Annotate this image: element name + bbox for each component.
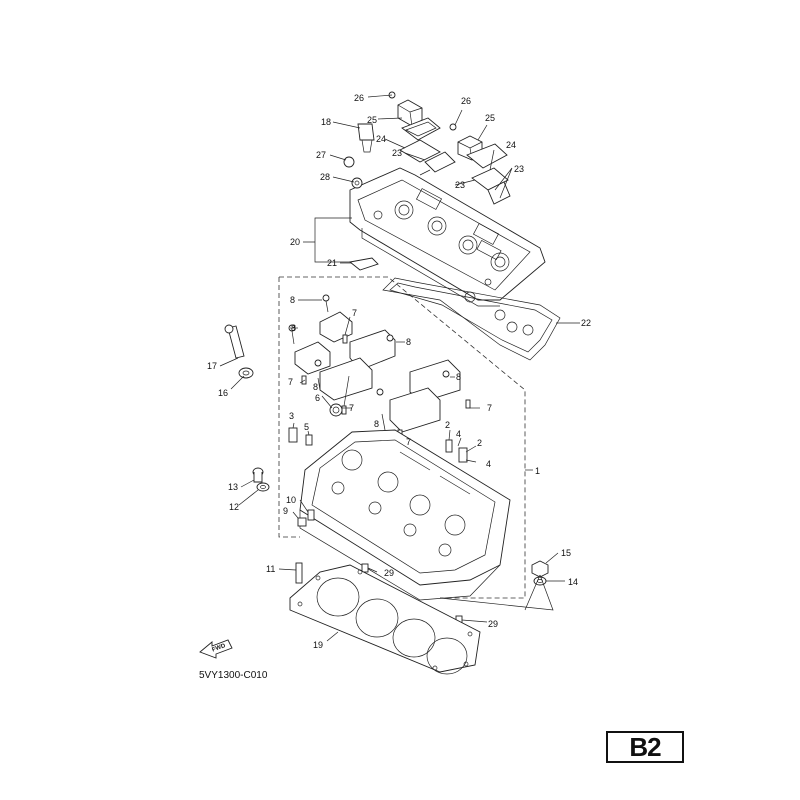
fwd-arrow-icon: FWD: [199, 639, 233, 659]
breather-plate: [348, 257, 379, 271]
callout-23: 23: [455, 180, 465, 190]
callout-25: 25: [367, 115, 377, 125]
leader-lines: [219, 94, 580, 642]
callout-11: 11: [266, 564, 275, 574]
page-badge: B2: [606, 731, 684, 763]
callout-3: 3: [289, 411, 294, 421]
callout-6: 6: [315, 393, 320, 403]
callout-19: 19: [313, 640, 323, 650]
diagram-code: 5VY1300-C010: [199, 670, 268, 681]
page-badge-text: B2: [629, 732, 661, 762]
washer-12: [256, 482, 270, 492]
valve-cover: [349, 167, 546, 307]
callout-5: 5: [304, 422, 309, 432]
assembly-boundary: [278, 276, 526, 599]
callout-13: 13: [228, 482, 238, 492]
coil-cap-left: [397, 99, 441, 141]
callout-18: 18: [321, 117, 331, 127]
callout-8: 8: [290, 295, 295, 305]
callout-25: 25: [485, 113, 495, 123]
callout-26: 26: [461, 96, 471, 106]
callout-7: 7: [349, 403, 354, 413]
dowel-29a: [361, 563, 369, 573]
callout-21: 21: [327, 258, 337, 268]
callout-7: 7: [288, 377, 293, 387]
svg-text:FWD: FWD: [211, 643, 227, 654]
callout-26: 26: [354, 93, 364, 103]
plug-6: [329, 403, 343, 417]
valve-cover-gasket: [382, 277, 561, 361]
nut-15: [531, 560, 549, 578]
oil-pressure-switch: [357, 123, 375, 153]
callout-7: 7: [406, 437, 411, 447]
washer-16: [238, 367, 254, 379]
callout-15: 15: [561, 548, 571, 558]
callout-8: 8: [313, 382, 318, 392]
callout-2: 2: [445, 420, 450, 430]
callout-9: 9: [283, 506, 288, 516]
valve-parts: [288, 427, 468, 527]
callout-4: 4: [486, 459, 491, 469]
callout-12: 12: [229, 502, 239, 512]
callout-22: 22: [581, 318, 591, 328]
callout-10: 10: [286, 495, 296, 505]
callout-16: 16: [218, 388, 228, 398]
callout-8: 8: [291, 323, 296, 333]
bolt-13: [252, 467, 264, 483]
stud-bolt-17: [224, 324, 245, 359]
callout-28: 28: [320, 172, 330, 182]
callout-20: 20: [290, 237, 300, 247]
callout-2: 2: [477, 438, 482, 448]
callout-27: 27: [316, 150, 326, 160]
callout-17: 17: [207, 361, 217, 371]
cylinder-head-gasket: [289, 564, 481, 675]
callout-23: 23: [392, 148, 402, 158]
holder-bolts: [288, 294, 450, 396]
stud-11: [295, 562, 303, 584]
callout-7: 7: [487, 403, 492, 413]
coil-cap-right: [457, 135, 508, 169]
washer-14: [533, 576, 547, 586]
callout-8: 8: [374, 419, 379, 429]
callout-14: 14: [568, 577, 578, 587]
callout-1: 1: [535, 466, 540, 476]
callout-29: 29: [488, 619, 498, 629]
callout-24: 24: [376, 134, 386, 144]
camshaft-holders: [294, 311, 461, 433]
callout-4: 4: [456, 429, 461, 439]
callout-24: 24: [506, 140, 516, 150]
callout-29: 29: [384, 568, 394, 578]
callout-8: 8: [456, 372, 461, 382]
callout-labels: 26 26 25 25 18 24 24 23 23 23 27 28 20 2…: [199, 93, 591, 681]
callout-8: 8: [406, 337, 411, 347]
callout-23: 23: [514, 164, 524, 174]
callout-7: 7: [352, 308, 357, 318]
